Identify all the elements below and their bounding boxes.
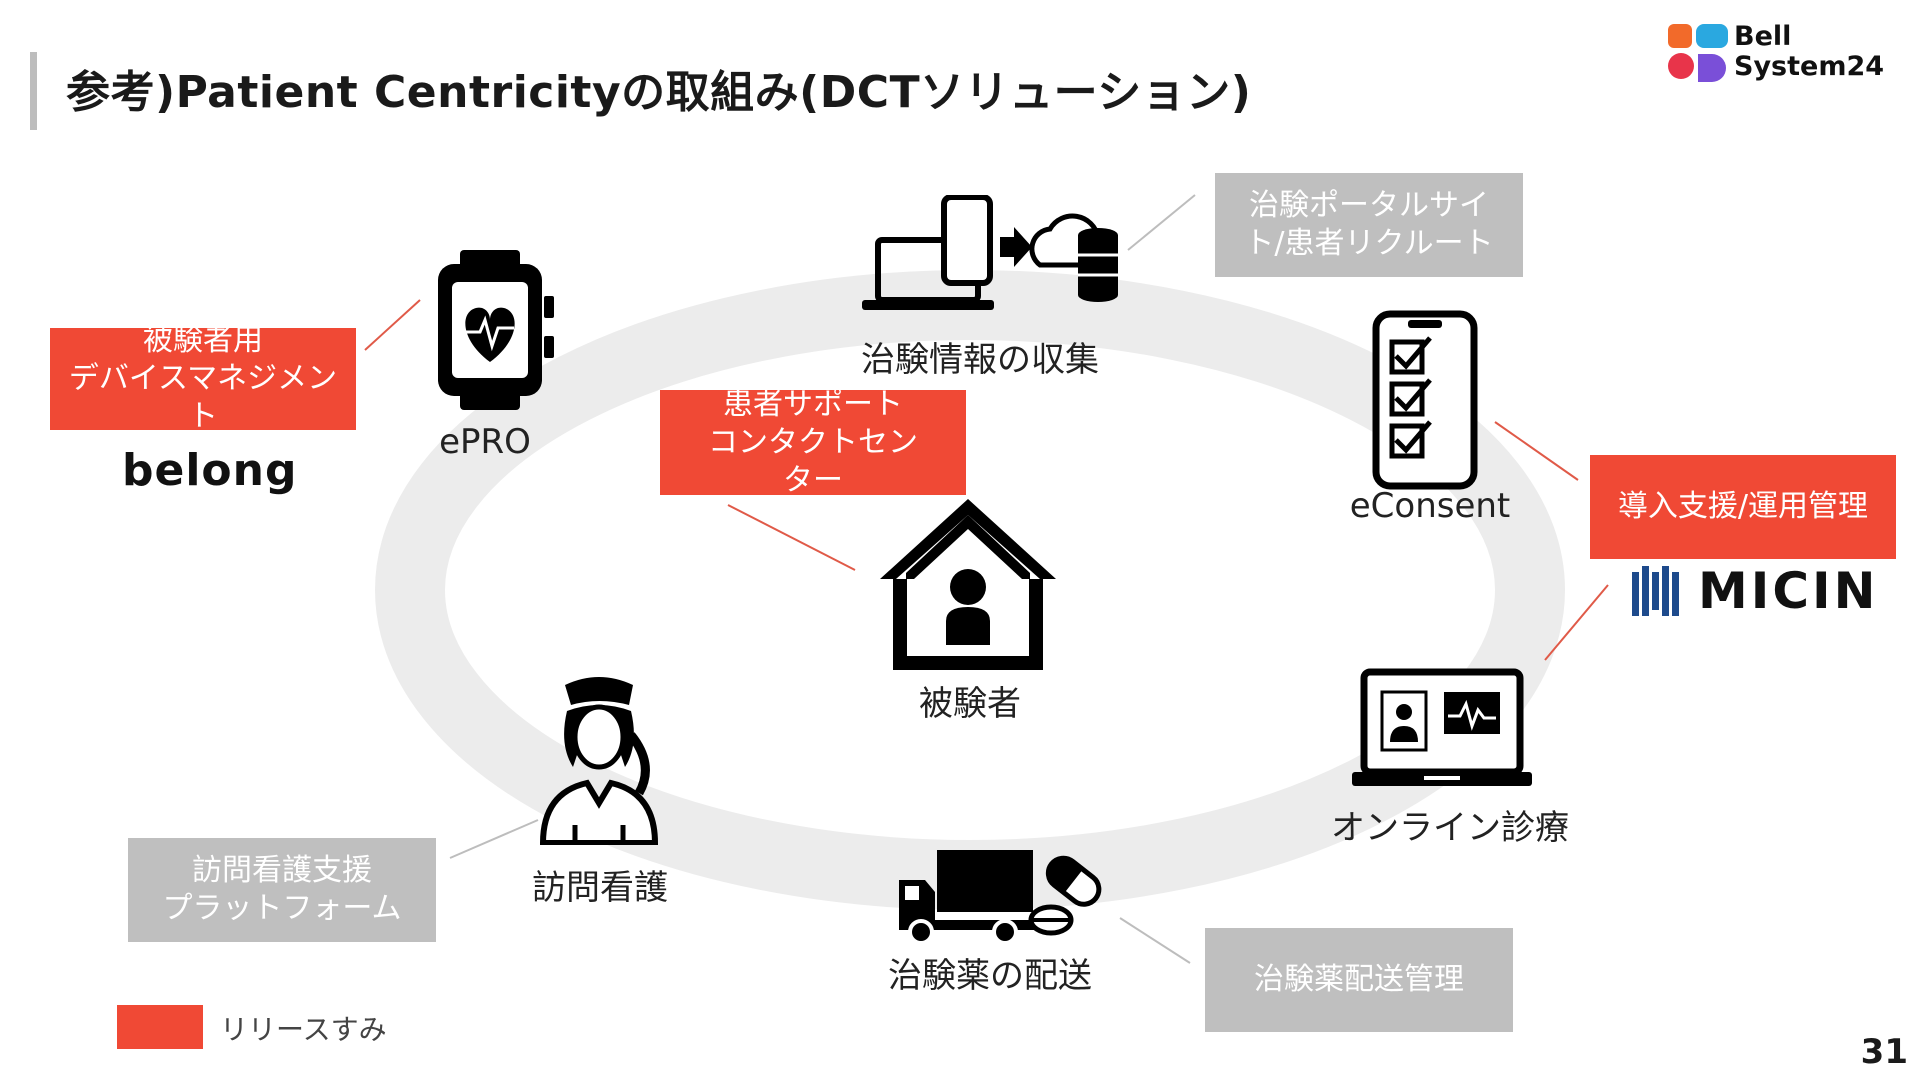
node-label-online: オンライン診療 <box>1331 808 1569 848</box>
micin-logo: MICIN <box>1698 562 1879 620</box>
legend-swatch-released <box>117 1005 203 1049</box>
connector-device-mgmt <box>364 299 421 351</box>
callout-contact-center: 患者サポート コンタクトセン ター <box>660 387 966 498</box>
node-label-delivery: 治験薬の配送 <box>888 956 1092 996</box>
micin-logo-mark-icon <box>1632 566 1679 616</box>
callout-nursing-platform: 訪問看護支援 プラットフォーム <box>128 838 436 942</box>
callout-device-mgmt: 被験者用 デバイスマネジメン ト <box>50 323 356 434</box>
page-title: 参考)Patient Centricityの取組み(DCTソリューション) <box>66 67 1252 118</box>
page-number: 31 <box>1860 1032 1908 1072</box>
node-label-econsent: eConsent <box>1349 486 1511 526</box>
node-label-collect: 治験情報の収集 <box>861 340 1099 380</box>
devices-cloud-database-icon <box>862 195 1118 310</box>
bell-logo-line1: Bell <box>1734 21 1792 52</box>
connector-nursing <box>449 819 539 859</box>
home-person-icon <box>880 499 1056 670</box>
smartwatch-heart-icon <box>438 250 554 410</box>
bell-system24-logo: Bell System24 <box>1668 22 1898 86</box>
connector-delivery <box>1119 917 1191 964</box>
callout-portal: 治験ポータルサイ ト/患者リクルート <box>1215 173 1523 277</box>
node-label-center: 被験者 <box>919 684 1021 724</box>
belong-logo: belong <box>122 445 298 496</box>
connector-portal <box>1127 194 1196 251</box>
bell-logo-mark-icon <box>1668 24 1728 82</box>
connector-contact-center <box>727 504 856 571</box>
callout-drug-delivery: 治験薬配送管理 <box>1205 928 1513 1032</box>
title-accent-bar <box>30 52 37 130</box>
laptop-telemedicine-icon <box>1352 668 1532 786</box>
bell-logo-line2: System24 <box>1734 51 1885 82</box>
node-label-epro: ePRO <box>439 422 531 462</box>
nurse-icon <box>539 677 659 845</box>
truck-medicine-icon <box>899 850 1102 945</box>
phone-checklist-icon <box>1372 310 1478 490</box>
callout-intro-support: 導入支援/運用管理 <box>1590 455 1896 559</box>
connector-online <box>1544 584 1609 661</box>
node-label-nursing: 訪問看護 <box>532 868 668 908</box>
legend-label: リリースすみ <box>220 1013 387 1046</box>
connector-econsent <box>1494 421 1579 481</box>
